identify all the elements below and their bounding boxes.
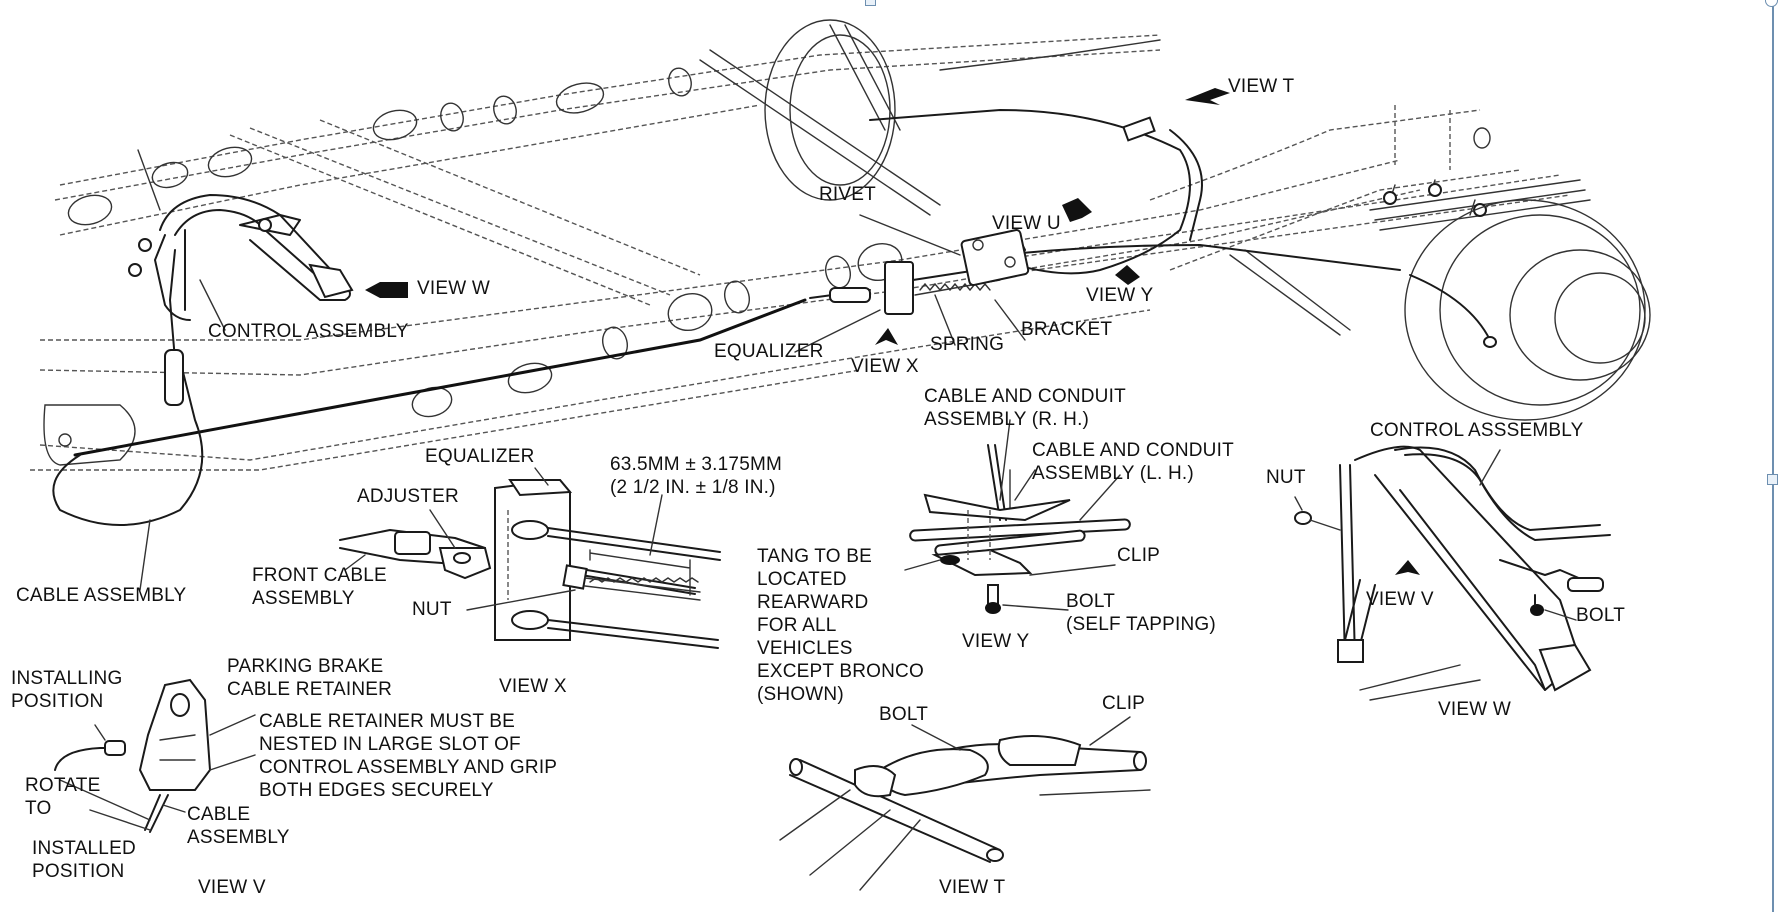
label-nut-w: NUT (1266, 467, 1306, 488)
view-y-detail[interactable] (904, 419, 1131, 614)
label-line: FRONT CABLE (252, 565, 387, 586)
label-line: EXCEPT BRONCO (757, 661, 924, 682)
label-view-u: VIEW U (992, 213, 1061, 234)
label-bolt-w: BOLT (1576, 605, 1626, 626)
chassis-frame (30, 34, 1521, 471)
label-line: REARWARD (757, 592, 869, 613)
control-assembly-vehicle[interactable] (128, 149, 408, 321)
label-line: CABLE RETAINER MUST BE (259, 711, 516, 732)
label-nut-x: NUT (412, 599, 452, 620)
label-line: POSITION (32, 861, 125, 882)
caption-view-v: VIEW V (198, 877, 266, 898)
label-control-asssembly-w: CONTROL ASSSEMBLY (1370, 420, 1584, 441)
label-line: CABLE AND CONDUIT (1032, 440, 1234, 461)
label-line: ASSEMBLY (L. H.) (1032, 463, 1194, 484)
caption-view-x: VIEW X (499, 676, 567, 697)
label-line: CABLE (187, 804, 251, 825)
label-line: FOR ALL (757, 615, 837, 636)
label-control-assembly: CONTROL ASSEMBLY (208, 321, 409, 342)
view-w-detail[interactable] (1294, 445, 1611, 701)
label-dimension: 63.5MM ± 3.175MM(2 1/2 IN. ± 1/8 IN.) (610, 453, 782, 499)
view-x-detail[interactable] (339, 467, 721, 649)
label-clip-y: CLIP (1117, 545, 1161, 566)
label-bracket: BRACKET (1021, 319, 1113, 340)
label-view-x-arrow: VIEW X (851, 356, 919, 377)
label-view-v-arrow: VIEW V (1366, 589, 1434, 610)
label-line: ASSEMBLY (187, 827, 290, 848)
label-line: TANG TO BE (757, 546, 872, 567)
view-t-detail[interactable] (779, 716, 1151, 891)
label-line: (SHOWN) (757, 684, 844, 705)
label-line: BOTH EDGES SECURELY (259, 780, 494, 801)
caption-view-y: VIEW Y (962, 631, 1030, 652)
selection-handle-right-middle[interactable] (1767, 474, 1778, 485)
label-line: CABLE AND CONDUIT (924, 386, 1126, 407)
driveline (699, 19, 1161, 216)
label-line: ASSEMBLY (R. H.) (924, 409, 1090, 430)
label-line: PARKING BRAKE (227, 656, 384, 677)
rear-axle-drum (999, 174, 1651, 421)
view-arrows (875, 88, 1230, 345)
label-line: ROTATE (25, 775, 101, 796)
label-bolt-self-tapping: BOLT(SELF TAPPING) (1066, 590, 1216, 636)
label-line: LOCATED (757, 569, 847, 590)
label-line: POSITION (11, 691, 104, 712)
label-line: BOLT (1066, 591, 1116, 612)
label-adjuster: ADJUSTER (357, 486, 459, 507)
label-cable-assembly-main: CABLE ASSEMBLY (16, 585, 187, 606)
label-view-y-arrow: VIEW Y (1086, 285, 1154, 306)
caption-view-w: VIEW W (1438, 699, 1511, 720)
label-line: TO (25, 798, 52, 819)
label-rivet: RIVET (819, 184, 876, 205)
label-bolt-t: BOLT (879, 704, 929, 725)
label-line: INSTALLING (11, 668, 123, 689)
label-line: NESTED IN LARGE SLOT OF (259, 734, 521, 755)
label-line: ASSEMBLY (252, 588, 355, 609)
view-v-detail[interactable] (54, 678, 256, 833)
view-t-arrow-icon (1185, 88, 1230, 105)
label-line: CABLE RETAINER (227, 679, 393, 700)
label-view-t-arrow: VIEW T (1228, 76, 1295, 97)
brake-cables (52, 109, 1401, 526)
view-x-arrow-icon (875, 328, 898, 345)
selection-handle-top-center[interactable] (865, 0, 876, 6)
label-view-w-arrow: VIEW W (417, 278, 490, 299)
label-equalizer-detail: EQUALIZER (425, 446, 535, 467)
label-line: 63.5MM ± 3.175MM (610, 454, 783, 475)
equalizer-assembly[interactable] (809, 229, 1030, 315)
view-y-arrow-icon (1115, 265, 1140, 285)
view-u-arrow-icon (1062, 198, 1092, 222)
caption-view-t: VIEW T (939, 877, 1006, 898)
label-line: VEHICLES (757, 638, 853, 659)
label-equalizer-main: EQUALIZER (714, 341, 824, 362)
label-clip-t: CLIP (1102, 693, 1146, 714)
label-line: (SELF TAPPING) (1066, 614, 1216, 635)
label-line: INSTALLED (32, 838, 136, 859)
leader-lines-main (139, 214, 1026, 591)
label-spring: SPRING (930, 334, 1005, 355)
selection-border-right (1772, 0, 1774, 912)
label-line: CONTROL ASSEMBLY AND GRIP (259, 757, 558, 778)
label-line: (2 1/2 IN. ± 1/8 IN.) (610, 477, 776, 498)
